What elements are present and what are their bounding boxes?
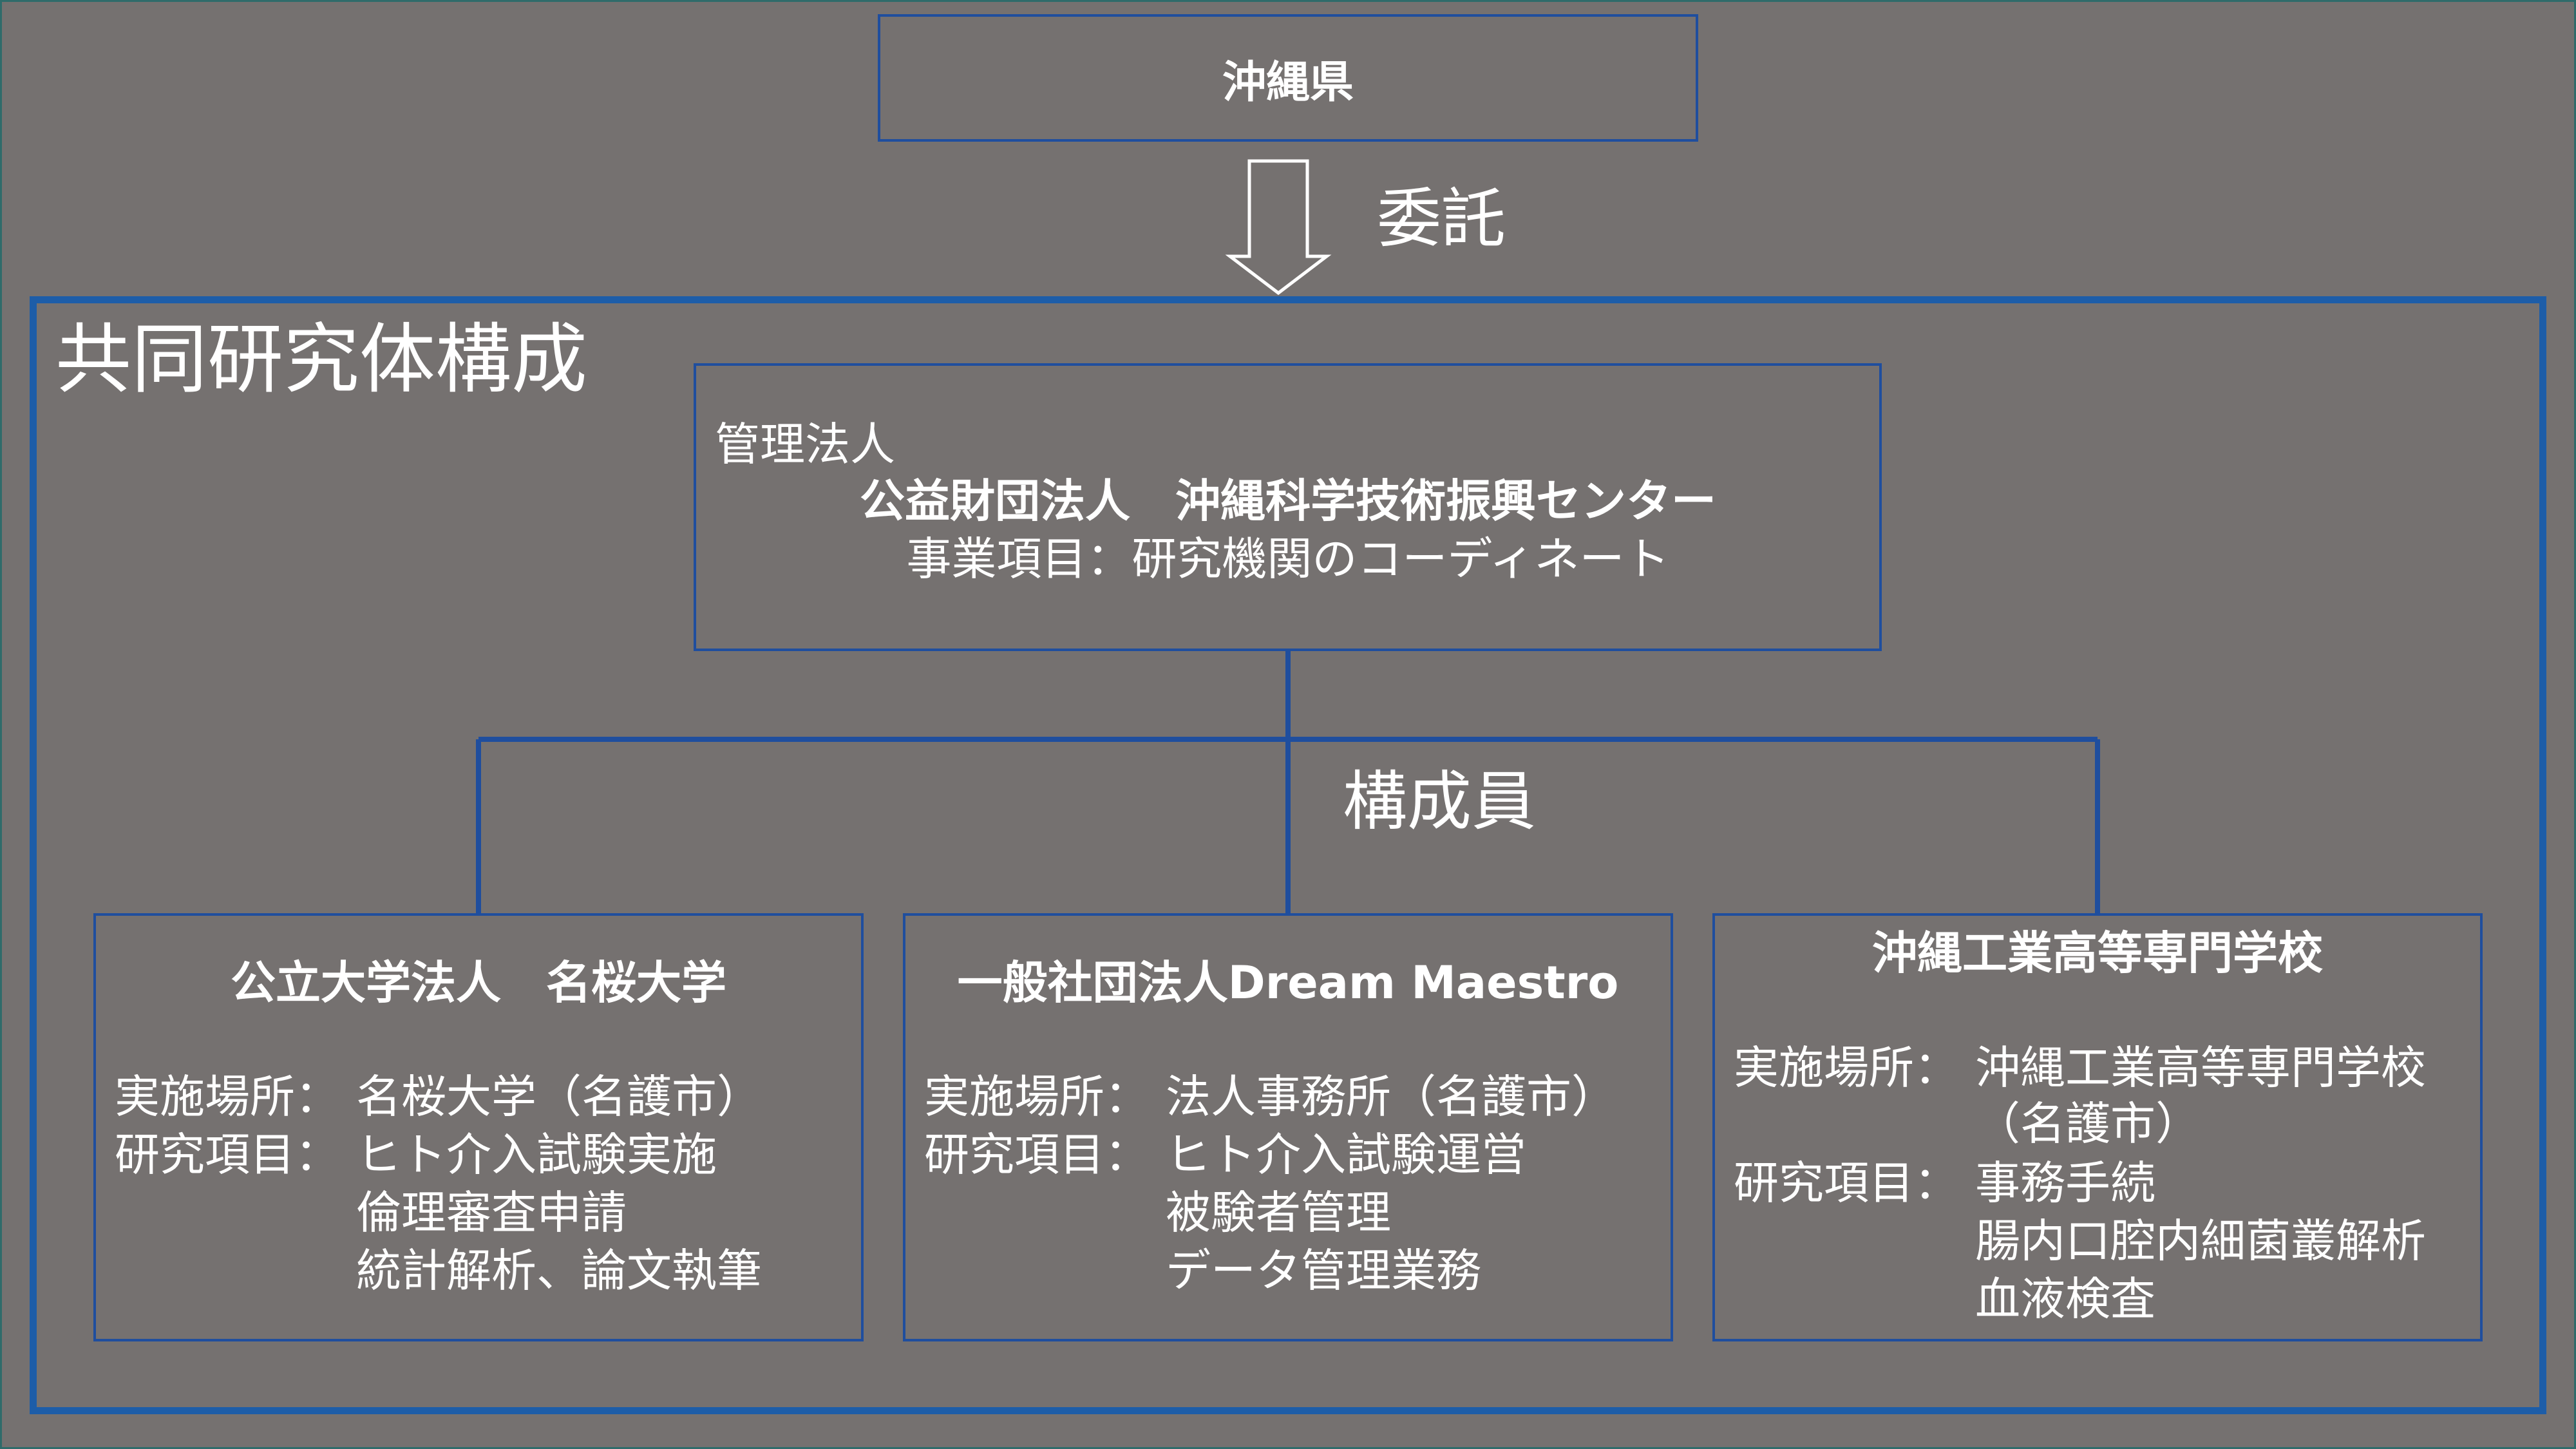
management-name: 公益財団法人 沖縄科学技術振興センター	[860, 475, 1716, 527]
member-site-label: 実施場所：	[1734, 1041, 1959, 1094]
management-box	[694, 363, 1882, 651]
member-item: 事務手続	[1975, 1157, 2155, 1209]
member-items-label: 研究項目：	[924, 1128, 1150, 1181]
member-site: 沖縄工業高等専門学校	[1975, 1041, 2426, 1094]
members-label: 構成員	[1343, 764, 1536, 839]
member-name: 一般社団法人Dream Maestro	[957, 956, 1619, 1009]
member-items-label: 研究項目：	[115, 1128, 340, 1181]
member-items-label: 研究項目：	[1734, 1157, 1959, 1209]
member-item: 統計解析、論文執筆	[356, 1244, 762, 1297]
member-item: データ管理業務	[1166, 1244, 1481, 1297]
member-box-dream-maestro	[903, 913, 1673, 1341]
member-item: 血液検査	[1975, 1273, 2155, 1325]
member-name: 沖縄工業高等専門学校	[1872, 927, 2323, 980]
member-item: 腸内口腔内細菌叢解析	[1975, 1215, 2426, 1267]
member-item: ヒト介入試験実施	[356, 1128, 717, 1181]
member-item: 被験者管理	[1166, 1186, 1391, 1239]
management-role: 管理法人	[715, 418, 895, 471]
member-item: 倫理審査申請	[356, 1186, 627, 1239]
member-box-okinawa-kosen	[1712, 913, 2483, 1341]
entrust-label: 委託	[1377, 181, 1506, 256]
consortium-title: 共同研究体構成	[55, 315, 588, 404]
member-site-continued: （名護市）	[1975, 1097, 2201, 1150]
member-name: 公立大学法人 名桜大学	[231, 956, 726, 1009]
member-site: 名桜大学（名護市）	[356, 1070, 762, 1123]
member-item: ヒト介入試験運営	[1166, 1128, 1526, 1181]
consortium-frame	[30, 296, 2546, 1414]
member-box-meio	[93, 913, 864, 1341]
member-site: 法人事務所（名護市）	[1166, 1070, 1616, 1123]
okinawa-prefecture-label: 沖縄県	[1222, 57, 1354, 108]
okinawa-prefecture-box: 沖縄県	[878, 14, 1698, 142]
member-site-label: 実施場所：	[115, 1070, 340, 1123]
management-work: 事業項目：研究機関のコーディネート	[906, 533, 1670, 585]
member-site-label: 実施場所：	[924, 1070, 1150, 1123]
down-arrow-icon	[1225, 159, 1332, 296]
